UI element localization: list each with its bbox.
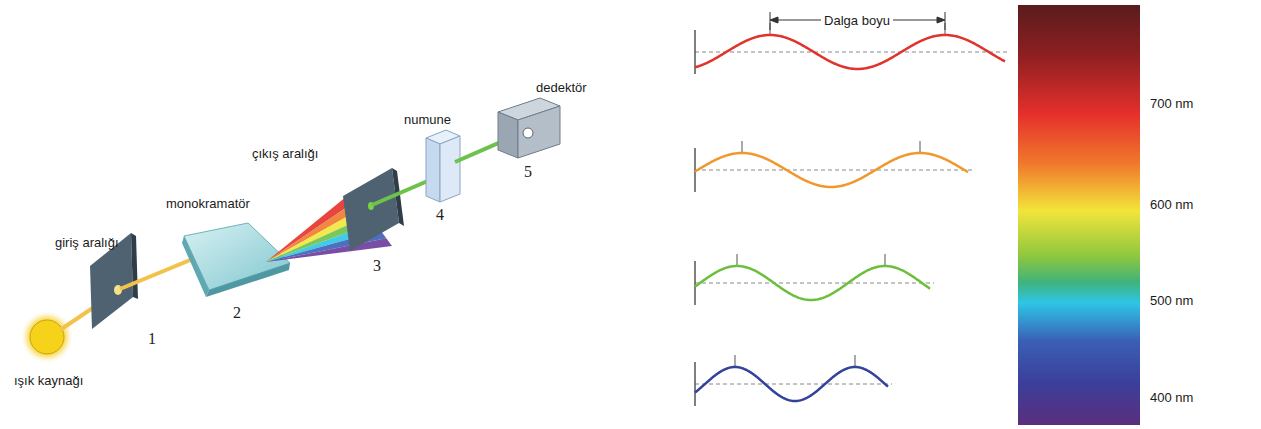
callout-number: 4 <box>436 207 444 222</box>
crest-tick <box>920 141 921 152</box>
callout-number: 2 <box>233 305 241 320</box>
crest-tick <box>885 254 886 265</box>
detector-face <box>518 106 560 158</box>
light-source <box>30 320 64 354</box>
cuvette-face <box>426 138 440 202</box>
dimension-line <box>770 12 945 30</box>
detector-window <box>523 128 533 138</box>
callout-number: 1 <box>148 331 156 346</box>
crest-tick <box>855 355 856 366</box>
spectrum-bar <box>1018 5 1140 425</box>
baseline <box>695 384 892 385</box>
scale-label: 500 nm <box>1150 293 1193 308</box>
callout-number: 3 <box>373 258 381 273</box>
origin-tick <box>694 261 696 305</box>
scale-label: 400 nm <box>1150 390 1193 405</box>
wavelength-waves <box>695 23 1009 406</box>
part-name: dedektör <box>536 80 587 95</box>
scale-label: 700 nm <box>1150 96 1193 111</box>
baseline <box>695 52 1009 53</box>
part-name: giriş aralığı <box>55 235 119 250</box>
dimension-label: Dalga boyu <box>821 13 893 28</box>
light-beam <box>372 180 430 205</box>
crest-tick <box>735 355 736 366</box>
detector-face <box>498 112 518 158</box>
part-name: monokramatör <box>166 196 250 211</box>
crest-tick <box>737 254 738 265</box>
origin-tick <box>694 362 696 406</box>
part-name: ışık kaynağı <box>14 373 83 388</box>
prism-side <box>206 263 290 297</box>
spectrophotometer <box>20 98 560 364</box>
part-name: numune <box>404 112 451 127</box>
crest-tick <box>742 141 743 152</box>
slit-edge <box>131 233 138 299</box>
callout-number: 5 <box>524 164 532 179</box>
cuvette-face <box>440 136 460 202</box>
baseline <box>695 283 934 284</box>
wave <box>695 153 968 187</box>
exit-slit <box>343 168 399 251</box>
wave <box>695 35 1005 69</box>
prism-side <box>182 236 209 297</box>
light-glow <box>20 310 74 364</box>
wave <box>695 367 888 401</box>
scale-label: 600 nm <box>1150 197 1193 212</box>
wave <box>695 266 930 300</box>
baseline <box>695 170 972 171</box>
part-name: çıkış aralığı <box>252 146 318 161</box>
